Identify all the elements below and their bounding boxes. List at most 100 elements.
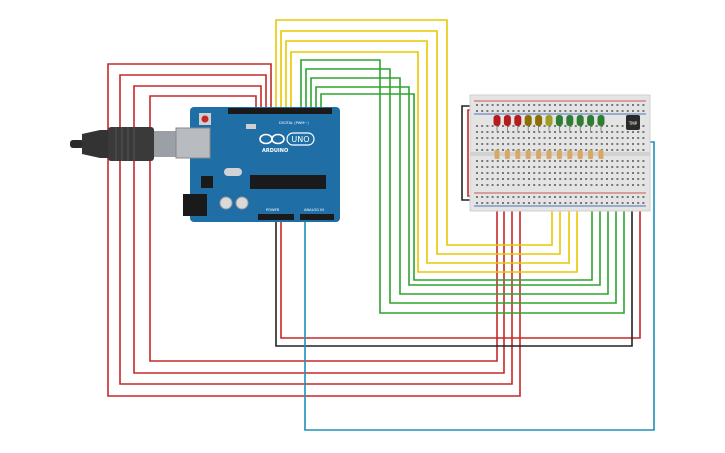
black-rail-wire[interactable] (461, 105, 476, 201)
led[interactable] (503, 115, 511, 126)
breadboard-hole (512, 125, 515, 127)
led[interactable] (514, 115, 522, 126)
resistor[interactable] (536, 150, 542, 159)
breadboard-hole (517, 196, 520, 198)
reset-button-icon[interactable] (199, 113, 211, 125)
yellow-wire-4[interactable] (290, 51, 578, 273)
breadboard[interactable]: TMP (469, 94, 651, 212)
resistor[interactable] (588, 150, 594, 159)
breadboard-hole (512, 137, 515, 139)
yellow-wire-3[interactable] (285, 40, 570, 264)
model-label: UNO (291, 135, 309, 144)
breadboard-hole (642, 196, 645, 198)
green-wire-4[interactable] (315, 86, 601, 286)
led[interactable] (524, 115, 532, 126)
red-wire-1[interactable] (107, 63, 521, 397)
breadboard-hole (564, 143, 567, 145)
breadboard-hole (533, 104, 536, 106)
breadboard-hole (496, 184, 499, 186)
breadboard-hole (486, 166, 489, 168)
red-wire-3[interactable] (133, 85, 505, 374)
resistor[interactable] (577, 150, 583, 159)
green-wire-5[interactable] (320, 93, 593, 281)
resistor[interactable] (556, 150, 562, 159)
led[interactable] (597, 115, 605, 126)
green-wire-3[interactable] (310, 77, 609, 295)
breadboard-hole (512, 184, 515, 186)
black-ground-wire[interactable] (275, 200, 633, 347)
breadboard-hole (616, 143, 619, 145)
breadboard-hole (632, 104, 634, 106)
red-wire-4[interactable] (149, 95, 498, 362)
breadboard-hole (616, 202, 619, 204)
resistor[interactable] (598, 150, 604, 159)
breadboard-hole (522, 143, 525, 145)
breadboard-hole (564, 125, 567, 127)
resistor[interactable] (546, 150, 552, 159)
led[interactable] (576, 115, 584, 126)
breadboard-hole (585, 172, 588, 174)
resistor[interactable] (525, 150, 531, 159)
resistor[interactable] (567, 150, 573, 159)
arduino-uno-board[interactable]: UNO ARDUINO DIGITAL (PWM~) POWER ANALOG … (175, 107, 340, 222)
breadboard-hole (543, 137, 546, 139)
temperature-sensor[interactable]: TMP (626, 115, 640, 130)
breadboard-hole (564, 184, 567, 186)
yellow-wire-2[interactable] (280, 30, 561, 255)
green-wire-1[interactable] (300, 59, 625, 314)
led[interactable] (555, 115, 563, 126)
breadboard-hole (637, 143, 640, 145)
led[interactable] (566, 115, 574, 126)
resistor[interactable] (504, 150, 510, 159)
breadboard-hole (642, 172, 645, 174)
breadboard-hole (517, 160, 520, 162)
led[interactable] (545, 115, 553, 126)
resistor[interactable] (494, 150, 500, 159)
breadboard-hole (569, 104, 572, 106)
breadboard-hole (476, 202, 478, 204)
breadboard-hole (554, 178, 556, 180)
breadboard-hole (543, 110, 546, 112)
breadboard-hole (538, 104, 541, 106)
breadboard-hole (502, 166, 504, 168)
breadboard-hole (574, 143, 577, 145)
led[interactable] (493, 115, 501, 126)
red-wire-2[interactable] (119, 74, 513, 385)
breadboard-hole (611, 125, 614, 127)
breadboard-hole (632, 172, 634, 174)
arduino-infinity-logo (259, 133, 285, 145)
breadboard-hole (595, 143, 598, 145)
breadboard-hole (548, 184, 551, 186)
breadboard-hole (533, 166, 536, 168)
breadboard-hole (502, 143, 504, 145)
breadboard-hole (600, 104, 603, 106)
breadboard-hole (512, 160, 515, 162)
breadboard-hole (580, 184, 582, 186)
green-wire-2[interactable] (305, 68, 617, 304)
led[interactable] (587, 115, 595, 126)
breadboard-hole (580, 143, 582, 145)
regulator (201, 176, 213, 188)
breadboard-hole (554, 104, 556, 106)
breadboard-hole (616, 104, 619, 106)
breadboard-hole (632, 178, 634, 180)
breadboard-hole (574, 166, 577, 168)
breadboard-hole (595, 184, 598, 186)
breadboard-hole (538, 172, 541, 174)
red-power-wire[interactable] (280, 200, 641, 339)
led[interactable] (535, 115, 543, 126)
breadboard-hole (533, 137, 536, 139)
breadboard-hole (507, 137, 510, 139)
resistor[interactable] (515, 150, 521, 159)
breadboard-hole (569, 184, 572, 186)
breadboard-hole (632, 143, 634, 145)
breadboard-hole (611, 166, 614, 168)
breadboard-hole (585, 110, 588, 112)
breadboard-hole (632, 166, 634, 168)
breadboard-hole (496, 110, 499, 112)
breadboard-hole (512, 143, 515, 145)
yellow-wire-1[interactable] (275, 19, 553, 246)
breadboard-hole (559, 125, 562, 127)
